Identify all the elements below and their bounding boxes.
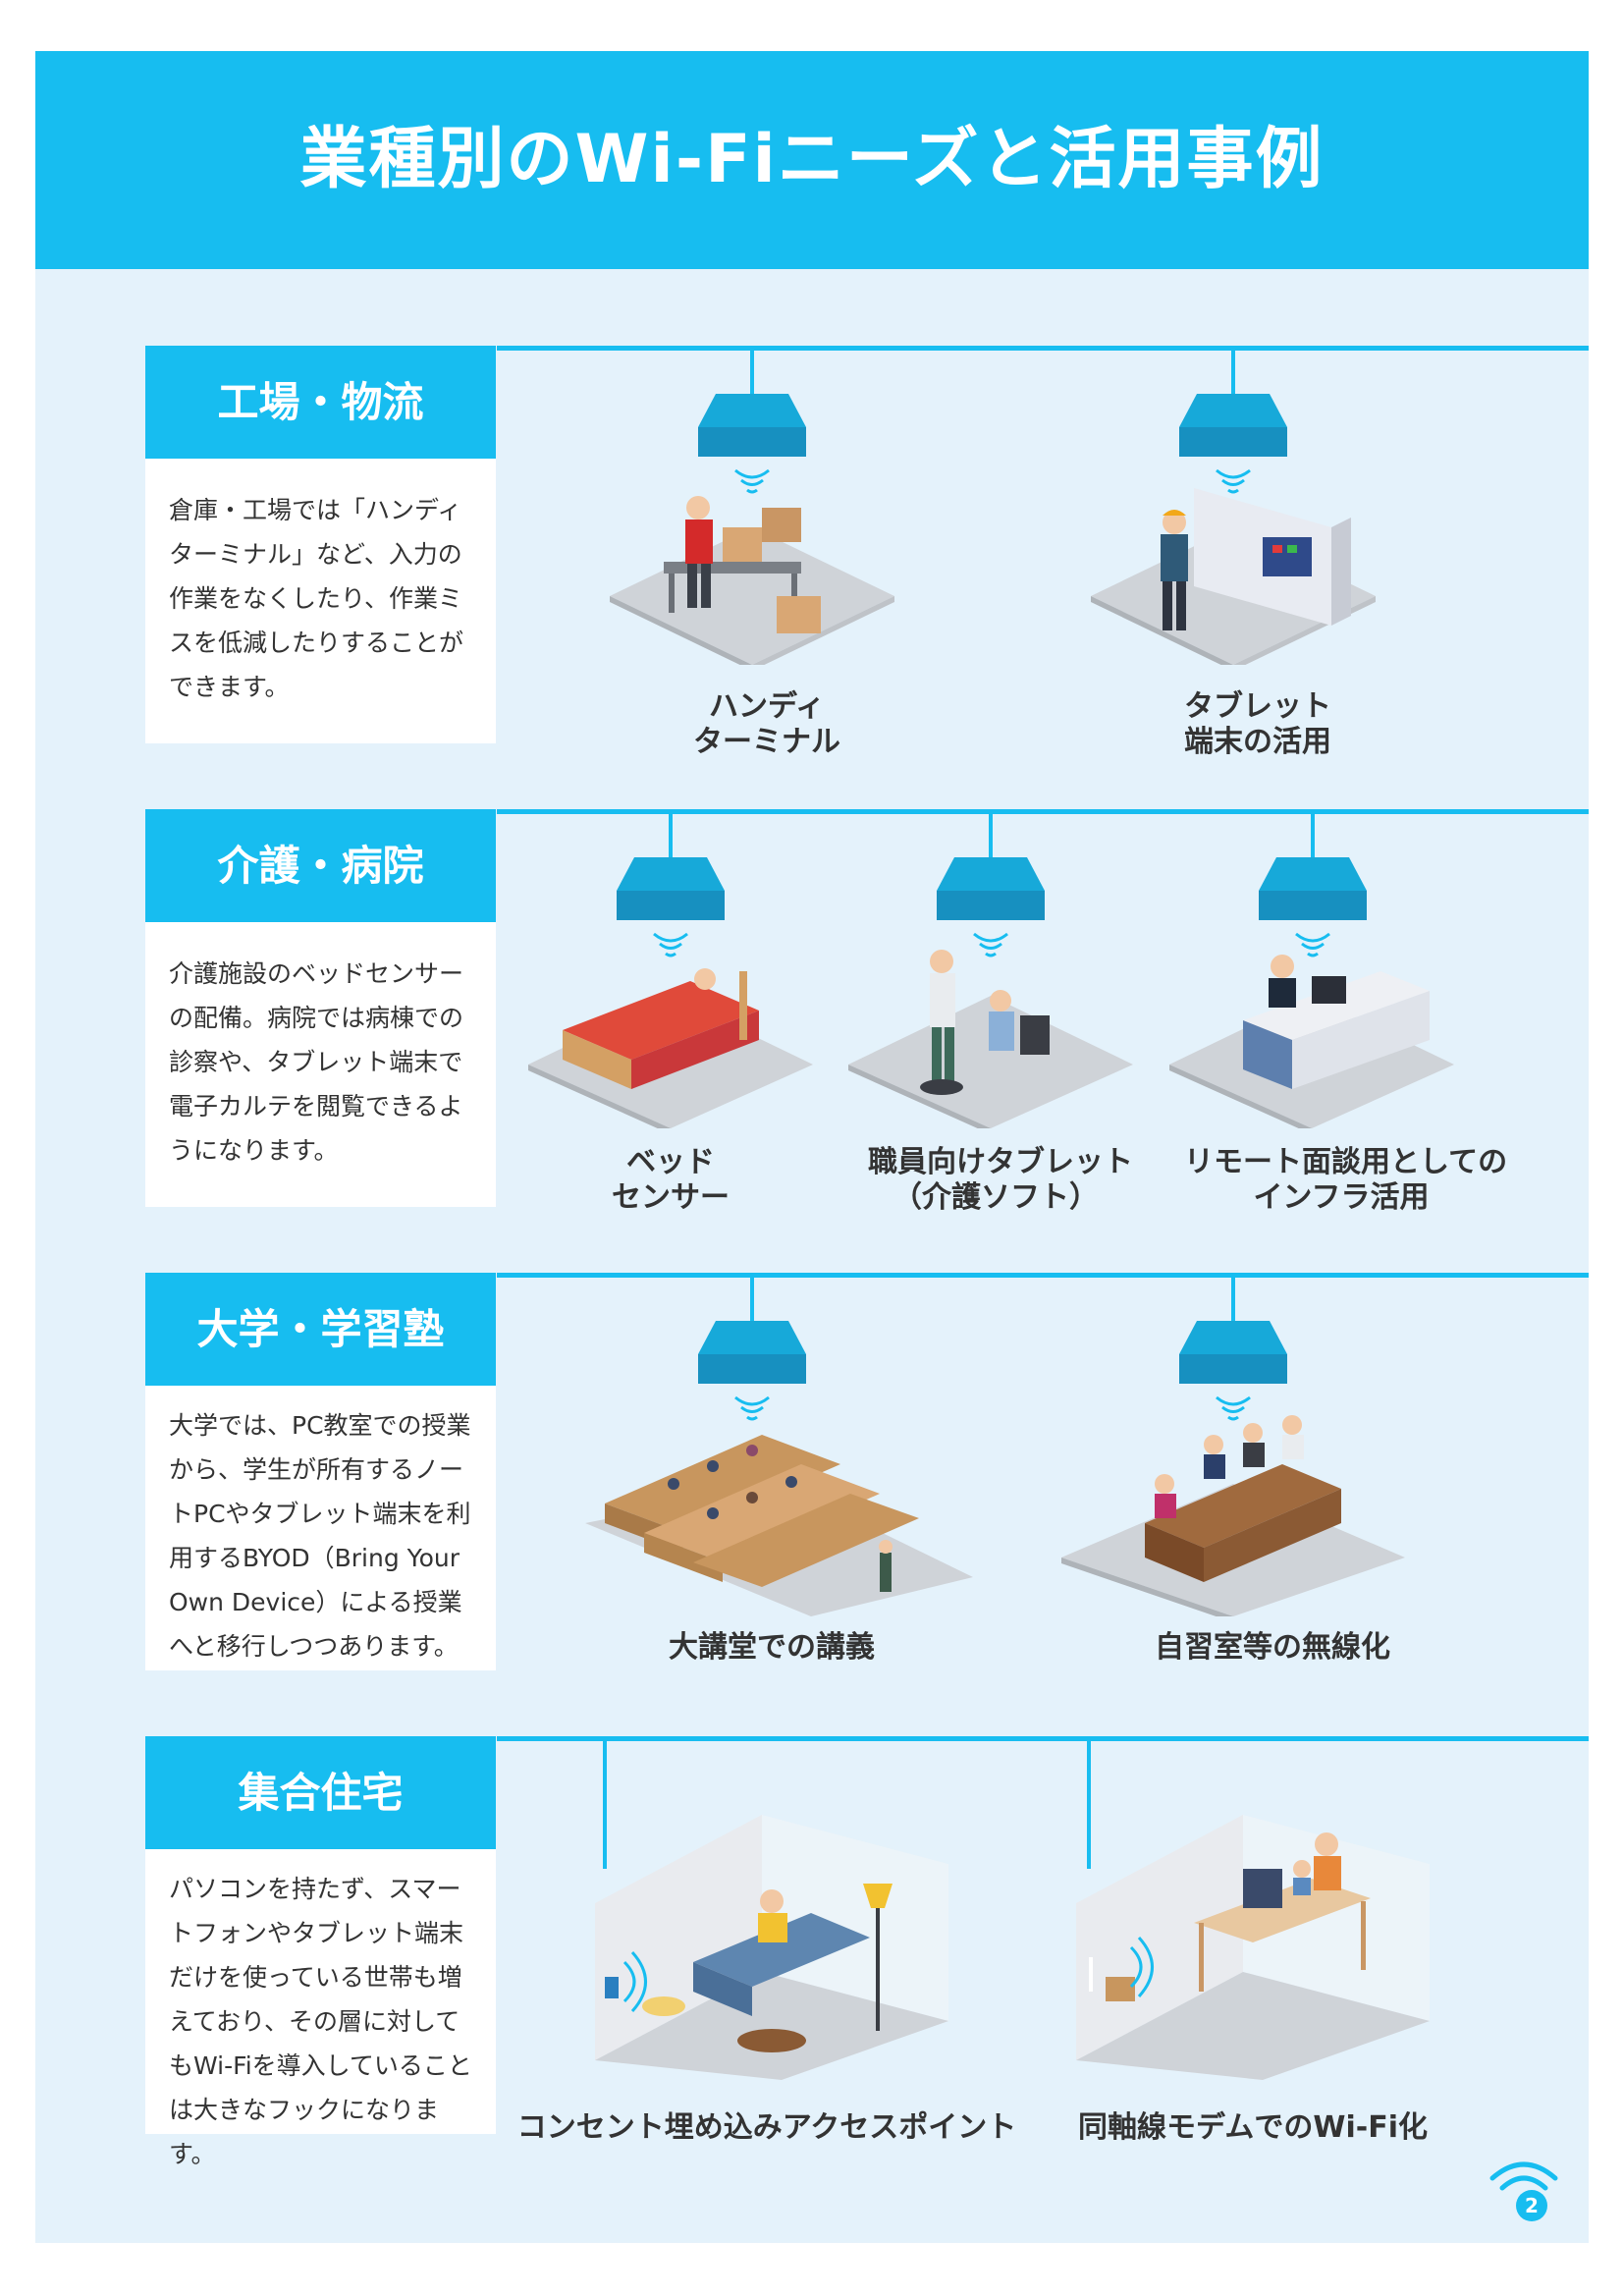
- page-title: 業種別のWi-Fiニーズと活用事例: [299, 121, 1325, 198]
- bed-sensor-scene-icon: [528, 968, 813, 1128]
- case-label: 職員向けタブレット（介護ソフト）: [868, 1145, 1133, 1215]
- section-apartment-housing: 集合住宅 パソコンを持たず、スマートフォンやタブレット端末だけを使っている世帯も…: [35, 1736, 1589, 2168]
- section-label: 工場・物流: [145, 346, 496, 459]
- section-description: 倉庫・工場では「ハンディターミナル」など、入力の作業をなくしたり、作業ミスを低減…: [145, 459, 496, 743]
- section-label: 大学・学習塾: [145, 1273, 496, 1386]
- page-number: 2: [1516, 2190, 1547, 2221]
- section-university-school: 大学・学習塾 大学では、PC教室での授業から、学生が所有するノートPCやタブレッ…: [35, 1273, 1589, 1685]
- section-care-hospital: 介護・病院 介護施設のベッドセンサーの配備。病院では病棟での診察や、タブレット端…: [35, 809, 1589, 1222]
- case-label: ベッドセンサー: [612, 1145, 730, 1215]
- section-label: 集合住宅: [145, 1736, 496, 1849]
- section-factory-logistics: 工場・物流 倉庫・工場では「ハンディターミナル」など、入力の作業をなくしたり、作…: [35, 346, 1589, 759]
- tablet-factory-scene-icon: [1091, 488, 1376, 665]
- cable-line: [1087, 1741, 1091, 1869]
- handy-terminal-scene-icon: [610, 496, 894, 665]
- ceiling-rail: [497, 346, 1589, 351]
- section-label: 介護・病院: [145, 809, 496, 922]
- section-description: パソコンを持たず、スマートフォンやタブレット端末だけを使っている世帯も増えており…: [145, 1849, 496, 2168]
- ceiling-rail: [497, 1273, 1589, 1278]
- title-banner: 業種別のWi-Fiニーズと活用事例: [35, 51, 1589, 269]
- case-label: コンセント埋め込みアクセスポイント: [516, 2110, 1017, 2145]
- case-label: 自習室等の無線化: [1155, 1630, 1390, 1665]
- remote-interview-scene-icon: [1169, 955, 1454, 1128]
- wifi-icon: [1489, 2161, 1558, 2191]
- section-description: 介護施設のベッドセンサーの配備。病院では病棟での診察や、タブレット端末で電子カル…: [145, 922, 496, 1207]
- ceiling-rail: [497, 1736, 1589, 1741]
- case-label: 同軸線モデムでのWi-Fi化: [1077, 2110, 1428, 2145]
- staff-tablet-scene-icon: [848, 950, 1133, 1128]
- case-label: タブレット端末の活用: [1184, 689, 1331, 759]
- outlet-ap-scene-icon: [595, 1815, 948, 2080]
- case-label: リモート面談用としてのインフラ活用: [1184, 1145, 1508, 1215]
- section-description: 大学では、PC教室での授業から、学生が所有するノートPCやタブレット端末を利用す…: [145, 1386, 496, 1670]
- study-room-scene-icon: [1061, 1415, 1405, 1616]
- lecture-hall-scene-icon: [585, 1435, 973, 1616]
- ceiling-rail: [497, 809, 1589, 814]
- case-label: ハンディターミナル: [693, 689, 840, 759]
- case-label: 大講堂での講義: [669, 1630, 875, 1665]
- coax-modem-scene-icon: [1076, 1815, 1430, 2080]
- cable-line: [603, 1741, 607, 1869]
